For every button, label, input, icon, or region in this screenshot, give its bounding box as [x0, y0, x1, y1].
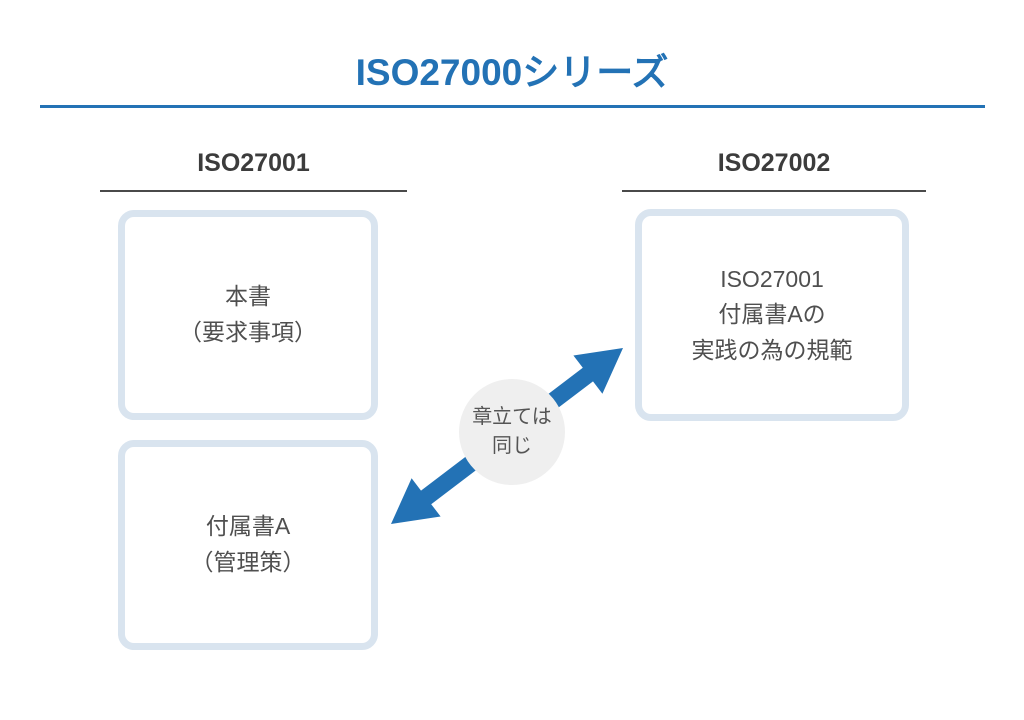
box-annex-a-label: 付属書A （管理策）	[190, 513, 306, 575]
page-title: ISO27000シリーズ	[355, 52, 669, 93]
box-annex-a: 付属書A （管理策）	[118, 440, 378, 650]
connector-circle: 章立ては 同じ	[459, 379, 565, 485]
box-main-document: 本書 （要求事項）	[118, 210, 378, 420]
title-divider	[40, 105, 985, 108]
box-practice-code-label: ISO27001 付属書Aの 実践の為の規範	[691, 265, 853, 363]
connector-label: 章立ては 同じ	[472, 406, 552, 457]
box-main-document-label: 本書 （要求事項）	[179, 283, 317, 345]
column-heading-iso27001: ISO27001	[100, 145, 407, 192]
box-practice-code: ISO27001 付属書Aの 実践の為の規範	[635, 209, 909, 421]
column-heading-iso27002: ISO27002	[622, 145, 926, 192]
